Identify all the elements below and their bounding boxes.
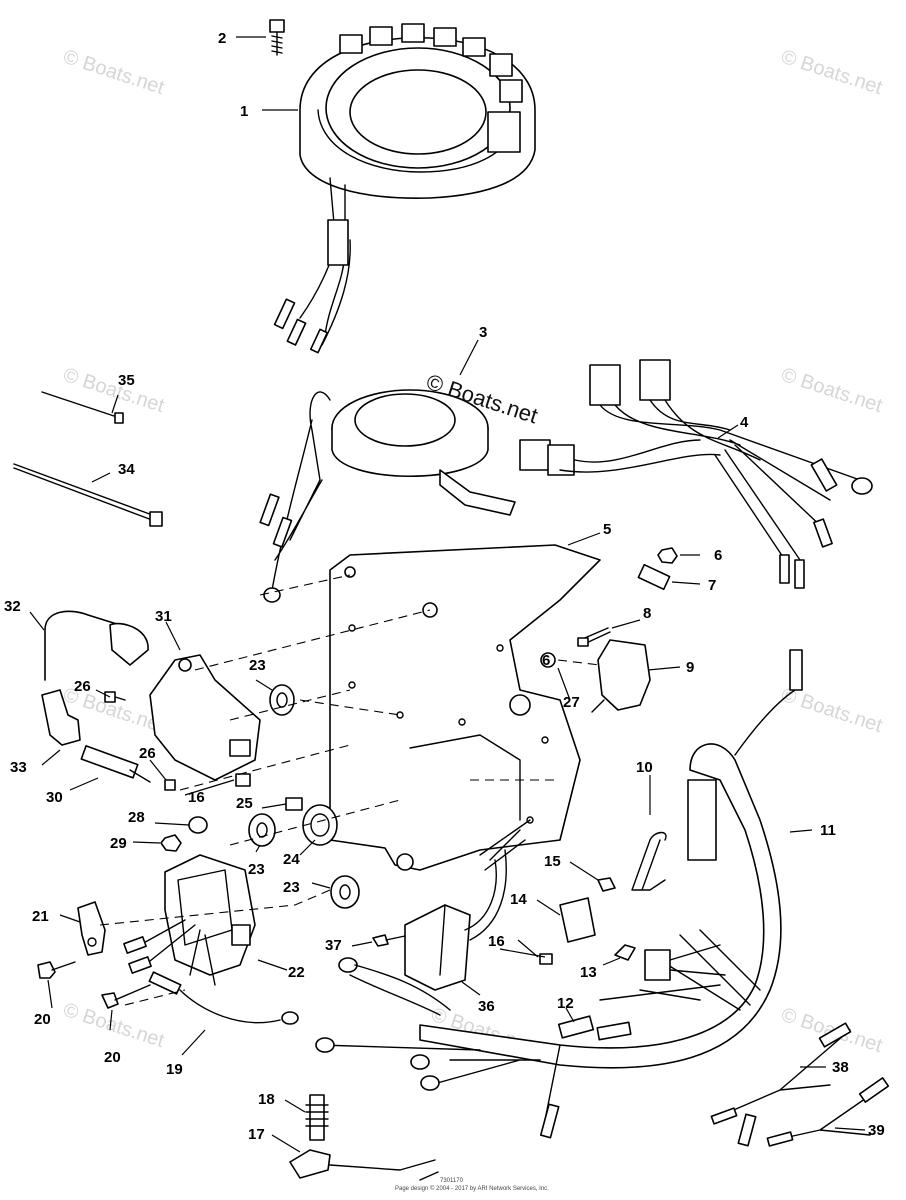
callout-5: 5 bbox=[603, 521, 611, 538]
callout-labels: 2 1 3 4 35 34 5 6 7 8 6 9 27 32 31 23 26… bbox=[4, 30, 885, 1143]
part-sender bbox=[289, 1094, 439, 1181]
callout-38: 38 bbox=[832, 1059, 849, 1076]
part-screw bbox=[269, 19, 285, 56]
part-mounting-plate bbox=[329, 544, 601, 871]
callout-3: 3 bbox=[479, 324, 487, 341]
callout-26: 26 bbox=[139, 745, 156, 762]
watermark: © Boats.net bbox=[60, 46, 167, 99]
callout-15: 15 bbox=[544, 853, 561, 870]
callout-32: 32 bbox=[4, 598, 21, 615]
part-connectors-center bbox=[557, 877, 726, 1041]
footer-copyright: Page design © 2004 - 2017 by ARI Network… bbox=[395, 1185, 549, 1192]
callout-25: 25 bbox=[236, 795, 253, 812]
callout-18: 18 bbox=[258, 1091, 275, 1108]
callout-6: 6 bbox=[542, 652, 550, 669]
callout-36: 36 bbox=[478, 998, 495, 1015]
callout-20: 20 bbox=[34, 1011, 51, 1028]
callout-7: 7 bbox=[708, 577, 716, 594]
callout-14: 14 bbox=[510, 891, 527, 908]
callout-6: 6 bbox=[714, 547, 722, 564]
callout-30: 30 bbox=[46, 789, 63, 806]
callout-34: 34 bbox=[118, 461, 135, 478]
callout-24: 24 bbox=[283, 851, 300, 868]
callout-22: 22 bbox=[288, 964, 305, 981]
part-wiring-harness bbox=[519, 359, 873, 589]
part-sensor-leads bbox=[710, 1022, 890, 1147]
part-module-box bbox=[338, 819, 531, 1016]
callout-13: 13 bbox=[580, 964, 597, 981]
watermark: © Boats.net bbox=[778, 364, 885, 417]
callout-23: 23 bbox=[248, 861, 265, 878]
callout-27: 27 bbox=[563, 694, 580, 711]
part-small-hardware-right bbox=[540, 547, 678, 713]
callout-8: 8 bbox=[643, 605, 651, 622]
callout-35: 35 bbox=[118, 372, 135, 389]
leader-lines bbox=[29, 36, 866, 1153]
callout-31: 31 bbox=[155, 608, 172, 625]
callout-19: 19 bbox=[166, 1061, 183, 1078]
callout-2: 2 bbox=[218, 30, 226, 47]
callout-23: 23 bbox=[283, 879, 300, 896]
assembly-dash-lines bbox=[99, 574, 601, 1006]
callout-1: 1 bbox=[240, 103, 248, 120]
watermark: © Boats.net bbox=[60, 364, 167, 417]
callout-23: 23 bbox=[249, 657, 266, 674]
callout-37: 37 bbox=[325, 937, 342, 954]
callout-11: 11 bbox=[820, 822, 836, 839]
callout-17: 17 bbox=[248, 1126, 265, 1143]
part-engine-harness bbox=[315, 649, 803, 1147]
callout-16: 16 bbox=[188, 789, 205, 806]
part-rectifier bbox=[37, 854, 299, 1025]
part-spring-clip bbox=[631, 831, 667, 891]
callout-10: 10 bbox=[636, 759, 653, 776]
watermark: © Boats.net bbox=[778, 46, 885, 99]
callout-26: 26 bbox=[74, 678, 91, 695]
footer-code: 7301170 bbox=[440, 1178, 464, 1184]
callout-33: 33 bbox=[10, 759, 27, 776]
part-stator bbox=[273, 23, 536, 354]
callout-20: 20 bbox=[104, 1049, 121, 1066]
callout-21: 21 bbox=[32, 908, 49, 925]
part-coil-left bbox=[41, 610, 261, 791]
callout-16: 16 bbox=[488, 933, 505, 950]
callout-28: 28 bbox=[128, 809, 145, 826]
callout-39: 39 bbox=[868, 1122, 885, 1139]
callout-29: 29 bbox=[110, 835, 127, 852]
callout-4: 4 bbox=[740, 414, 749, 431]
part-ignition-coil bbox=[259, 389, 516, 603]
callout-9: 9 bbox=[686, 659, 694, 676]
callout-12: 12 bbox=[557, 995, 574, 1012]
watermark: © Boats.net bbox=[778, 684, 885, 737]
part-cable-ties bbox=[13, 391, 163, 527]
watermark: © Boats.net bbox=[60, 999, 167, 1052]
